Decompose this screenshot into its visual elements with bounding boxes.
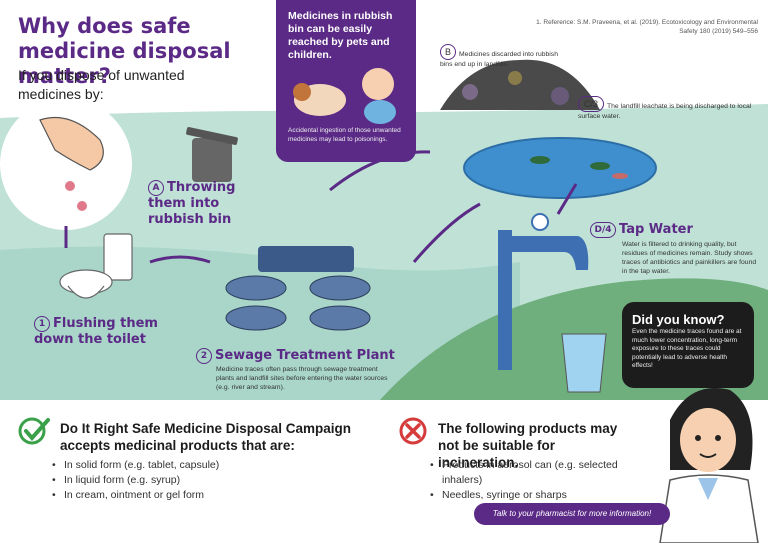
pharmacist-illustration xyxy=(659,388,759,543)
check-icon xyxy=(18,417,50,445)
pets-card-body: Accidental ingestion of those unwanted m… xyxy=(288,127,401,143)
not-suitable-item: Needles, syringe or sharps xyxy=(430,488,660,503)
step-tap-text: Tap Water xyxy=(619,222,693,237)
accepted-list: In solid form (e.g. tablet, capsule) In … xyxy=(52,458,352,503)
step-tap-number: D/4 xyxy=(590,222,616,238)
step-tap-body: Water is filtered to drinking quality, b… xyxy=(622,241,757,275)
rubbish-bin xyxy=(192,138,232,182)
plant-building xyxy=(258,246,354,272)
did-you-know-title: Did you know? xyxy=(632,312,725,327)
pets-card-heading: Medicines in rubbish bin can be easily r… xyxy=(288,10,393,61)
step-flush-text: Flushing them down the toilet xyxy=(34,316,158,347)
tap-spout xyxy=(512,236,589,270)
step-throw-text: Throwing them into rubbish bin xyxy=(148,180,236,227)
toilet-tank xyxy=(103,233,133,281)
pharmacist-cta[interactable]: Talk to your pharmacist for more informa… xyxy=(474,503,670,525)
accepted-item: In solid form (e.g. tablet, capsule) xyxy=(52,458,352,473)
not-suitable-list: Products in aerosol can (e.g. selected i… xyxy=(430,458,660,503)
step-landfill-number: B xyxy=(440,44,456,60)
step-leachate-body: The landfill leachate is being discharge… xyxy=(578,103,752,120)
step-sewage-body: Medicine traces often pass through sewag… xyxy=(216,366,388,391)
accepted-heading: Do It Right Safe Medicine Disposal Campa… xyxy=(60,421,352,453)
reference-note: 1. Reference: S.M. Praveena, et al. (201… xyxy=(536,19,758,35)
hand-circle xyxy=(0,98,132,230)
not-suitable-item: Products in aerosol can (e.g. selected i… xyxy=(430,458,660,488)
did-you-know-card xyxy=(622,302,754,388)
water-glass xyxy=(561,333,607,393)
step-throw-number: A xyxy=(148,180,164,196)
arrow-to-plant xyxy=(149,255,211,264)
arrow-to-tap xyxy=(556,183,578,215)
hand xyxy=(39,116,104,171)
arrow-to-river xyxy=(412,202,481,263)
accepted-item: In cream, ointment or gel form xyxy=(52,488,352,503)
page-title: Why does safe medicine disposal matter? xyxy=(18,14,231,88)
did-you-know-body: Even the medicine traces found are at mu… xyxy=(632,328,742,370)
page-subtitle: If you dispose of unwanted medicines by: xyxy=(18,67,185,102)
cross-icon xyxy=(399,417,427,445)
step-sewage-number: 2 xyxy=(196,348,212,364)
step-landfill-body: Medicines discarded into rubbish bins en… xyxy=(440,51,558,68)
step-leachate-number: C/3 xyxy=(578,96,604,112)
pond xyxy=(463,137,657,199)
accepted-item: In liquid form (e.g. syrup) xyxy=(52,473,352,488)
step-flush-number: 1 xyxy=(34,316,50,332)
pet-child-illustration xyxy=(293,68,396,124)
step-sewage-text: Sewage Treatment Plant xyxy=(215,348,395,363)
tap-pipe xyxy=(498,230,512,370)
